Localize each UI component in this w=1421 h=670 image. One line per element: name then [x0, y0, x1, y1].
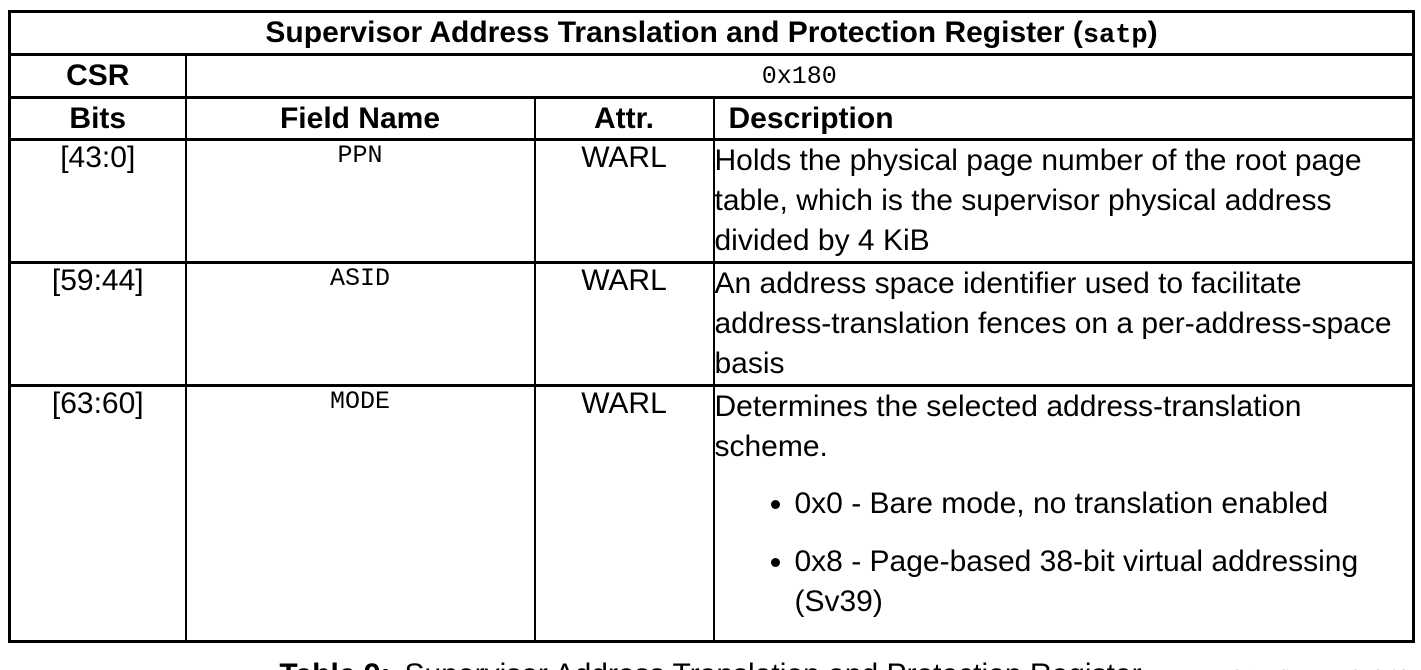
- mode-options-list: 0x0 - Bare mode, no translation enabled …: [716, 484, 1412, 622]
- table-row-ppn: [43:0] PPN WARL Holds the physical page …: [8, 138, 1415, 264]
- attr-cell: WARL: [533, 138, 715, 264]
- attr-cell: WARL: [533, 261, 715, 387]
- bits-cell: [43:0]: [8, 138, 187, 264]
- table-row-mode: [63:60] MODE WARL Determines the selecte…: [8, 384, 1415, 643]
- bits-cell: [59:44]: [8, 261, 187, 387]
- table-caption-label: Table 9:: [279, 658, 390, 670]
- description-cell: Holds the physical page number of the ro…: [712, 138, 1415, 264]
- table-title-register-mnemonic: satp: [1082, 20, 1148, 51]
- description-text: Determines the selected address-translat…: [714, 390, 1302, 463]
- description-text: An address space identifier used to faci…: [714, 267, 1392, 380]
- bits-cell: [63:60]: [8, 384, 187, 643]
- column-header-row: Bits Field Name Attr. Description: [8, 96, 1415, 141]
- title-row: Supervisor Address Translation and Prote…: [8, 10, 1415, 56]
- csr-row: CSR 0x180: [8, 53, 1415, 99]
- column-header-field-name: Field Name: [184, 96, 536, 141]
- field-name-cell: PPN: [184, 138, 536, 264]
- table-title-suffix: ): [1147, 15, 1158, 49]
- description-cell: Determines the selected address-translat…: [712, 384, 1415, 643]
- csdn-watermark: CSDN @嵌入式Linux充电站: [1136, 663, 1411, 670]
- table-row-asid: [59:44] ASID WARL An address space ident…: [8, 261, 1415, 387]
- mode-option-bare: 0x0 - Bare mode, no translation enabled: [795, 484, 1412, 524]
- caption-area: CSDN @嵌入式Linux充电站 Table 9: Supervisor Add…: [0, 643, 1421, 670]
- csr-label: CSR: [8, 53, 187, 99]
- description-cell: An address space identifier used to faci…: [712, 261, 1415, 387]
- field-name-cell: ASID: [184, 261, 536, 387]
- attr-cell: WARL: [533, 384, 715, 643]
- column-header-bits: Bits: [8, 96, 187, 141]
- document-page: Supervisor Address Translation and Prote…: [0, 10, 1421, 670]
- mode-option-sv39: 0x8 - Page-based 38-bit virtual addressi…: [795, 542, 1412, 622]
- table-caption-text: Supervisor Address Translation and Prote…: [405, 658, 1142, 670]
- satp-register-table: Supervisor Address Translation and Prote…: [8, 10, 1416, 643]
- table-caption: Table 9: Supervisor Address Translation a…: [0, 643, 1421, 670]
- csr-address-value: 0x180: [184, 53, 1415, 99]
- field-name-cell: MODE: [184, 384, 536, 643]
- column-header-description: Description: [712, 96, 1415, 141]
- column-header-attr: Attr.: [533, 96, 715, 141]
- description-text: Holds the physical page number of the ro…: [714, 144, 1362, 257]
- table-title-prefix: Supervisor Address Translation and Prote…: [265, 15, 1083, 49]
- table-title: Supervisor Address Translation and Prote…: [8, 10, 1415, 56]
